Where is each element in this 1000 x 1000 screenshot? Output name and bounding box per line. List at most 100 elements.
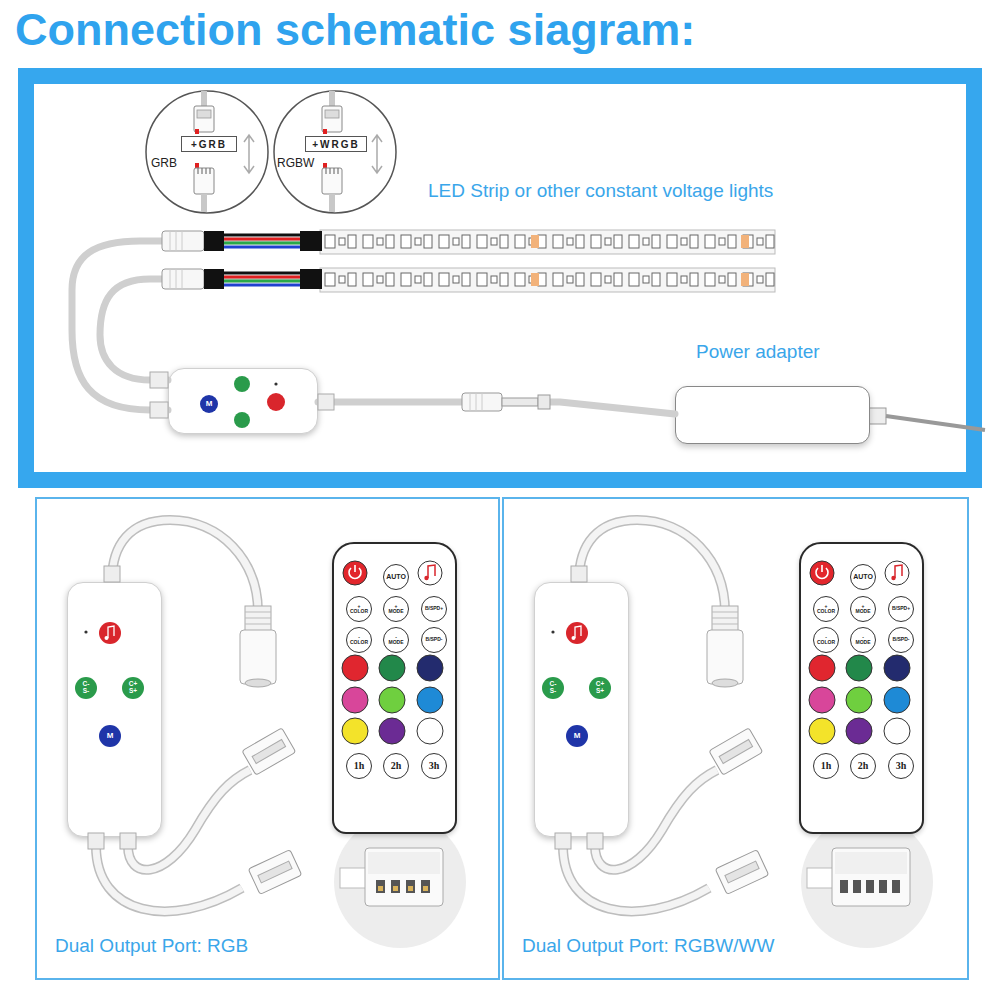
dc-plug-body [538,395,550,409]
button-label: 1h [346,753,372,779]
button-label: B/SPD+ [888,596,914,622]
inset-pins-5 [840,880,900,893]
output-plug [242,728,296,775]
button-label: M [200,395,218,413]
plug-body [248,850,302,895]
wire [224,246,302,249]
cable-stub [318,394,334,410]
button-label: - MODE [850,627,876,653]
button-label: AUTO [850,564,876,590]
button-label: - COLOR [813,627,839,653]
pin-hole [879,880,887,893]
inset-cable [340,868,368,888]
product-panel: Dual Output Port: RGB C- S- C+ S+ M AUTO + CO… [35,497,500,980]
cable-stub [150,402,168,418]
button-label: C+ S+ [589,677,611,699]
power-adapter: Power adapter [675,386,870,444]
wire [224,242,302,245]
warm-led [531,235,539,248]
pin-order-circle: +WRGBRGBW [273,90,397,214]
jack-ribs [470,393,482,411]
dc-jack [240,630,276,684]
controller: C- S- C+ S+ M [534,582,629,837]
circle-outline [273,90,397,214]
inset-connector-top [368,852,440,874]
strip-connector [162,231,322,251]
panel-caption: Dual Output Port: RGBW/WW [522,935,774,957]
plug-body [242,728,296,775]
pin-hole [421,880,430,893]
remote-control: AUTO+ COLOR+ MODEB/SPD+- COLOR- MODEB/SP… [332,542,457,834]
output-plug [248,850,302,895]
strip-connector [162,269,322,289]
button-label: C- S- [75,677,97,699]
remote-control: AUTO+ COLOR+ MODEB/SPD+- COLOR- MODEB/SP… [799,542,924,834]
button-label: AUTO [383,564,409,590]
circle-outline [145,90,269,214]
warm-led [741,235,749,248]
led-strip [320,230,775,254]
plug-holes [258,861,292,883]
adapter-label: Power adapter [696,341,820,363]
button-label: + COLOR [346,596,372,622]
wire [224,238,302,241]
button-label: M [566,725,588,747]
pin-order-label: +GRB [181,136,237,152]
cable [318,402,675,414]
cable-stub [104,566,120,582]
button-label: + MODE [850,596,876,622]
circle-outline [146,91,268,213]
pin [423,886,428,891]
cord-strain-relief [868,408,886,424]
strip-type-label: GRB [151,156,177,170]
button-label: 2h [383,753,409,779]
cable [100,279,318,380]
cable-stub [150,372,168,388]
pin-hole [892,880,900,893]
jack-ribs [245,612,271,624]
wire [224,234,302,237]
pin-hole [406,880,415,893]
dc-jack [462,393,502,411]
button-label: 3h [888,753,914,779]
led-strips: LED Strip or other constant voltage ligh… [318,226,778,294]
controller: M [168,368,318,434]
strip-plug [162,231,204,251]
mains-cord [886,416,985,430]
button-label: M [99,725,121,747]
button-label: C- S- [542,677,564,699]
warm-led [531,273,539,286]
pin-hole [853,880,861,893]
button-label: 1h [813,753,839,779]
jack-opening [245,679,271,687]
button-label: B/SPD- [421,627,447,653]
plug-holes [252,740,285,764]
cable-outline [96,846,242,911]
pin [378,886,383,891]
button-label: - MODE [383,627,409,653]
pin [393,886,398,891]
button-label: - COLOR [346,627,372,653]
pin-hole [840,880,848,893]
button-label: B/SPD+ [421,596,447,622]
panel-caption: Dual Output Port: RGB [55,935,248,957]
top-panel-frame [26,76,974,480]
product-panel: Dual Output Port: RGBW/WW C- S- C+ S+ M AUTO… [502,497,969,980]
button-label: C+ S+ [122,677,144,699]
pin-order-label: +WRGB [305,136,367,152]
circle-outline [274,91,396,213]
pin-hole [866,880,874,893]
inset-connector [365,848,443,906]
jack-strain-relief [245,606,271,632]
connector-block [300,231,322,251]
button-label: + COLOR [813,596,839,622]
button-label: 3h [421,753,447,779]
pin-order-circle: +GRB GRB [145,90,269,214]
led-strip-chips [320,230,775,254]
pin-hole [376,880,385,893]
led-strip-chips [320,268,775,292]
led-strip [320,268,775,292]
cable [96,846,242,911]
pin-hole [391,880,400,893]
